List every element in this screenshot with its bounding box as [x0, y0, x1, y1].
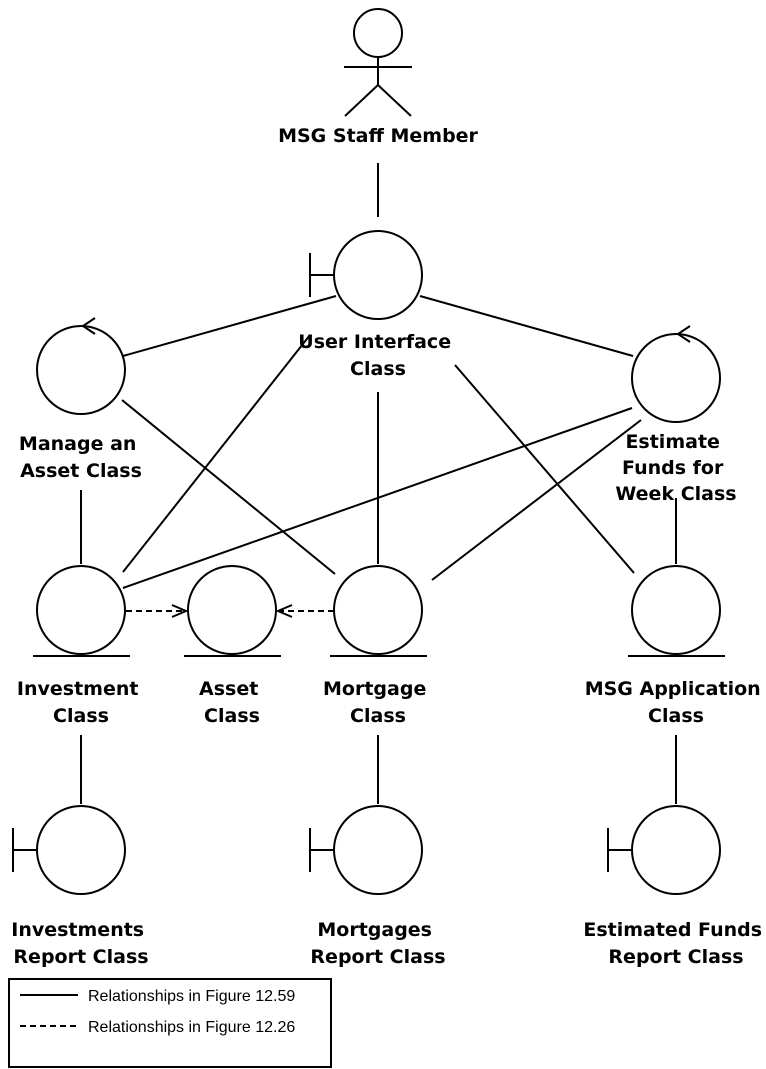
dep-arrowhead-icon	[171, 604, 189, 618]
estimated-funds-report-label: Estimated Funds Report Class	[583, 919, 766, 968]
rel-manage-mortgage	[121, 399, 336, 575]
mortgage-entity-icon	[330, 565, 427, 657]
estimate-funds-control-icon	[631, 325, 721, 423]
investment-entity-icon	[33, 565, 130, 657]
investments-report-label: Investments Report Class	[11, 919, 151, 968]
legend: Relationships in Figure 12.59 Relationsh…	[8, 978, 332, 1068]
legend-dashed-text: Relationships in Figure 12.26	[88, 1019, 295, 1036]
actor-right-leg	[377, 84, 412, 117]
relationships-solid	[80, 163, 677, 804]
manage-asset-label: Manage an Asset Class	[19, 433, 143, 482]
legend-solid-text: Relationships in Figure 12.59	[88, 988, 295, 1005]
investments-report-boundary-icon	[12, 805, 126, 895]
user-interface-boundary-icon	[309, 230, 423, 320]
msg-staff-member-actor	[344, 8, 412, 117]
asset-label: Asset Class	[199, 678, 265, 727]
msg-application-label: MSG Application Class	[585, 678, 766, 727]
dep-arrowhead-icon	[275, 604, 293, 618]
manage-asset-control-icon	[36, 317, 126, 415]
investment-label: Investment Class	[17, 678, 145, 727]
rel-estimate-mortgage	[431, 419, 642, 581]
rel-ui-app	[454, 364, 635, 574]
actor-head-icon	[353, 8, 403, 58]
estimated-funds-report-boundary-icon	[607, 805, 721, 895]
legend-box	[8, 978, 332, 1068]
actor-left-leg	[344, 84, 379, 117]
mortgages-report-boundary-icon	[309, 805, 423, 895]
rel-ui-estimate	[419, 295, 634, 357]
rel-ui-investment	[122, 334, 311, 573]
relationships-dashed	[126, 604, 334, 618]
estimate-funds-label: Estimate Funds for Week Class	[615, 431, 736, 505]
mortgage-label: Mortgage Class	[323, 678, 433, 727]
user-interface-label: User Interface Class	[298, 331, 457, 380]
actor-label: MSG Staff Member	[278, 125, 478, 147]
mortgages-report-label: Mortgages Report Class	[310, 919, 445, 968]
asset-entity-icon	[184, 565, 281, 657]
rel-ui-manage	[122, 295, 337, 357]
rel-estimate-investment	[122, 407, 633, 589]
msg-application-entity-icon	[628, 565, 725, 657]
